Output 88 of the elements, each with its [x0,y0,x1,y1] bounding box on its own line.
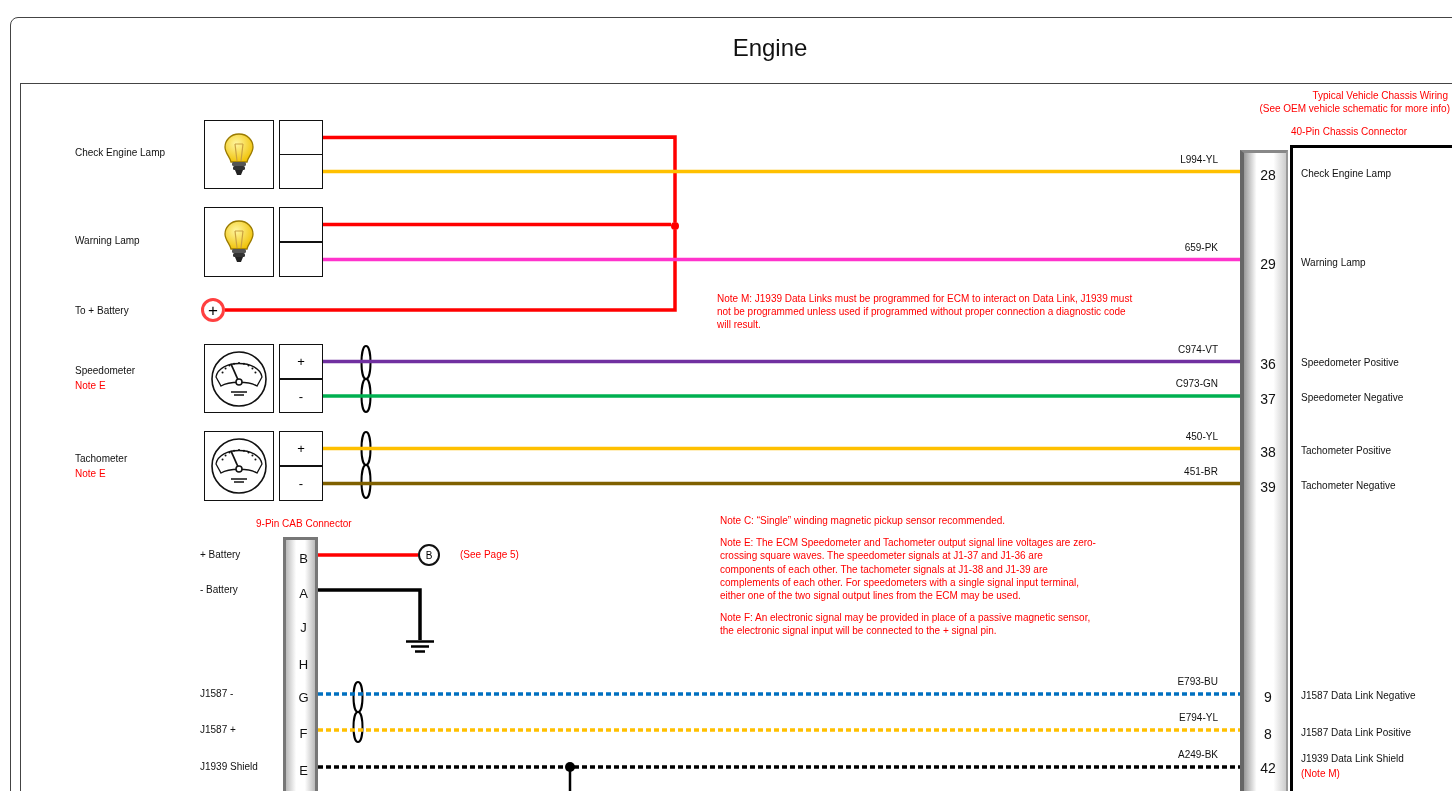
pin-function-label: Warning Lamp [1301,257,1366,268]
side-label: (See Page 5) [460,549,519,560]
wire [323,222,671,227]
wire [318,588,422,640]
wire-label: E793-BU [1177,676,1218,687]
connector-bar [1240,150,1288,791]
wire [318,553,418,557]
note-text: Note C: “Single” winding magnetic pickup sensor recommended. [720,514,1007,528]
side-label: Note E [75,380,106,391]
wire [318,692,1240,696]
page-title: Engine [731,34,809,62]
pin-function-label: J1939 Shield [200,760,258,774]
gauge-box [204,344,274,413]
wire-label: 450-YL [1185,430,1218,442]
wire [318,728,1240,732]
pin-number: 36 [1244,352,1292,376]
wire [323,135,677,222]
terminal-cell [279,207,323,242]
wire-label: 659-PK [1184,241,1218,253]
pin-function-label: J1587 - [200,687,234,701]
header-note: Typical Vehicle Chassis Wiring [1311,89,1448,103]
lamp-box [204,120,274,189]
device-label: To + Battery [75,304,129,318]
terminal-cell [279,154,323,189]
pin-letter: H [286,651,321,677]
pin-letter: F [286,720,321,746]
pin-number: 8 [1244,722,1292,746]
side-label: Check Engine Lamp [75,147,166,158]
pin-function-label: J1939 Data Link Shield [1301,753,1404,764]
pin-letter: G [286,684,321,710]
header-note: (See OEM vehicle schematic for more info) [1258,102,1450,116]
terminal-cell [279,242,323,277]
terminal-cell: + [279,431,323,466]
pin-function-label: Tachometer Negative [1301,480,1396,491]
pin-number: 9 [1244,685,1292,709]
lamp-box [204,207,274,277]
junction-dot [671,222,679,230]
wire [323,394,1240,398]
pin-function-label: - Battery [200,583,238,597]
device-label: Warning Lamp [75,234,140,248]
wire [323,359,1240,364]
connector-heading: 40-Pin Chassis Connector [1291,126,1408,137]
note-text: Note F: An electronic signal may be provided in place of a passive magnetic sensor, the electronic signal input will be connected to the + signal pin. [720,611,1092,638]
wire-label: E794-YL [1179,712,1218,723]
pin-function-label: Check Engine Lamp [1301,168,1392,179]
pin-number: 37 [1244,387,1292,411]
pin-letter: J [286,614,321,640]
ground-symbol [406,640,434,654]
terminal-cell: - [279,379,323,413]
wire [323,481,1240,486]
pin-letter: A [286,580,321,606]
pin-number: 29 [1244,252,1292,276]
pin-function-label: J1587 Data Link Negative [1301,690,1416,701]
pin-function-label: + Battery [200,548,241,562]
terminal-cell: - [279,466,323,501]
pin-number: 39 [1244,475,1292,499]
side-label: Note E [75,468,106,479]
wire-label: L994-YL [1180,153,1218,165]
terminal-cell: + [279,344,323,379]
pin-number: 38 [1244,440,1292,464]
wire [225,230,677,312]
wire-label: C973-GN [1175,378,1218,389]
side-label: Speedometer [75,365,136,376]
note-text: Note M: J1939 Data Links must be programmed for ECM to interact on Data Link, J1939 must not be programmed unless used if programmed without proper connection a diagnostic code will result. [717,292,1134,332]
gauge-box [204,431,274,501]
connector-heading: 9-Pin CAB Connector [256,518,352,529]
pin-function-label: Speedometer Positive [1301,357,1399,368]
pin-function-label: J1587 Data Link Positive [1301,727,1412,738]
battery-terminal-circle: + [201,298,225,322]
pin-letter: E [286,757,321,783]
wire [323,169,1240,174]
wire-label: 451-BR [1184,465,1218,477]
wire-label: C974-VT [1178,343,1218,355]
pin-number: 28 [1244,163,1292,187]
reference-circle: B [418,544,440,566]
terminal-cell [279,120,323,155]
note-text: Note E: The ECM Speedometer and Tachometer output signal line voltages are zero-crossing square waves. The speedometer signals at J1-37 and J1-36 are components of each other. The tachometer signals at J1-38 and J1-39 are complements of each other. For speedometers with a single signal input terminal, either one of the two signal output lines from the ECM may be used. [720,536,1097,603]
pin-letter: B [286,545,321,571]
pin-function-label: Tachometer Positive [1301,445,1392,456]
pin-function-label: (Note M) [1301,768,1340,779]
wire-label: A249-BK [1177,749,1218,760]
side-label: Tachometer [75,453,128,464]
pin-function-label: Speedometer Negative [1301,392,1404,403]
wire [323,257,1240,262]
wire [318,765,1240,769]
wire [323,446,1240,451]
pin-number: 42 [1244,756,1292,780]
pin-function-label: J1587 + [200,723,236,737]
